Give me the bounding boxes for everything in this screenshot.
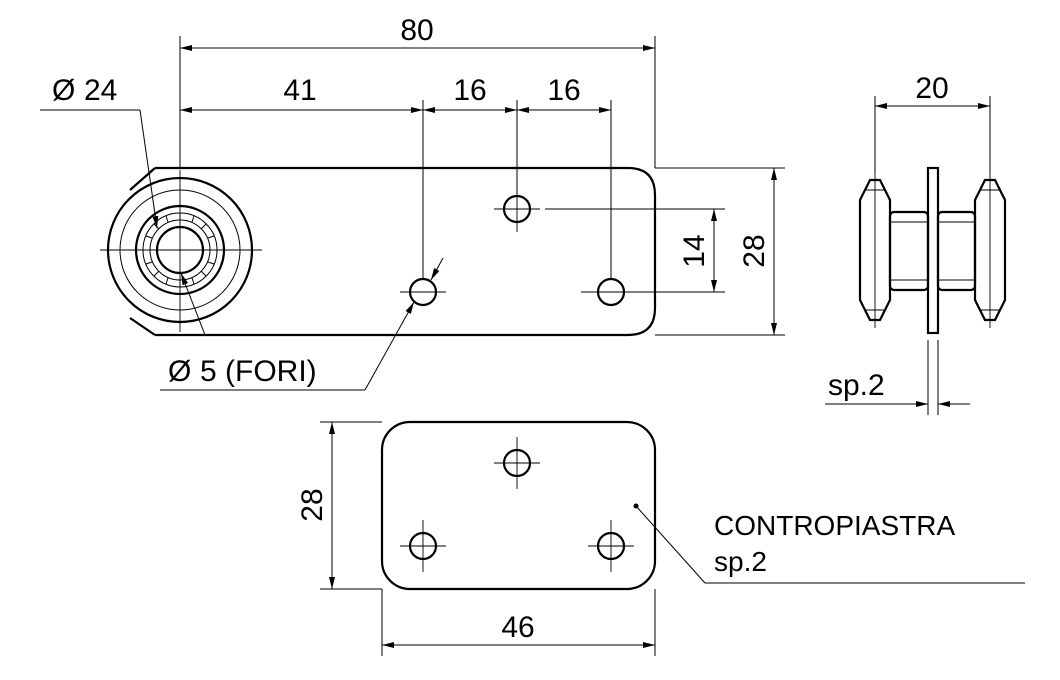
counterplate-callout: CONTROPIASTRA sp.2 (633, 503, 1025, 584)
dimension-sp2-side: sp.2 (825, 340, 970, 415)
dim-16b-text: 16 (547, 74, 580, 107)
dimension-chain: 41 16 16 (180, 74, 612, 280)
dim-sp2-side-text: sp.2 (828, 369, 885, 402)
dim-dia5-symbol: Ø (168, 355, 191, 388)
dimension-28-counter: 28 (296, 421, 382, 590)
dimension-20: 20 (874, 72, 991, 172)
counterplate-thickness-label: sp.2 (714, 546, 767, 577)
dim-28-front-text: 28 (738, 234, 771, 267)
dim-16a-text: 16 (453, 74, 486, 107)
counter-hole-left (400, 520, 446, 572)
roller-housing (129, 167, 156, 336)
dimension-dia24: Ø 24 (40, 74, 206, 336)
front-view (100, 166, 657, 337)
counter-hole-top (494, 437, 540, 489)
dim-dia24-text: 24 (84, 74, 117, 107)
dimension-80: 80 (179, 14, 656, 168)
dimension-14: 14 (545, 208, 725, 293)
hole-left (400, 277, 446, 307)
roller-wheel (100, 170, 262, 332)
dim-dia24-symbol: Ø (52, 74, 75, 107)
dim-41-text: 41 (283, 74, 316, 107)
side-view (858, 166, 1007, 335)
dim-14-text: 14 (678, 234, 711, 267)
dim-dia5-text: 5 (FORI) (200, 355, 317, 388)
dimension-28-front: 28 (655, 167, 785, 336)
dim-46-text: 46 (501, 611, 534, 644)
main-plate-outline (155, 166, 657, 337)
dim-20-text: 20 (915, 72, 948, 105)
dimension-dia5: Ø 5 (FORI) (160, 257, 444, 391)
counterplate-view (380, 420, 657, 591)
counterplate-label: CONTROPIASTRA (714, 510, 955, 541)
hole-right (581, 277, 641, 307)
dim-28-counter-text: 28 (296, 488, 329, 521)
counterplate-outline (380, 420, 657, 591)
dim-80-text: 80 (400, 14, 433, 47)
counter-hole-right (588, 520, 634, 572)
dimension-46: 46 (381, 589, 656, 656)
